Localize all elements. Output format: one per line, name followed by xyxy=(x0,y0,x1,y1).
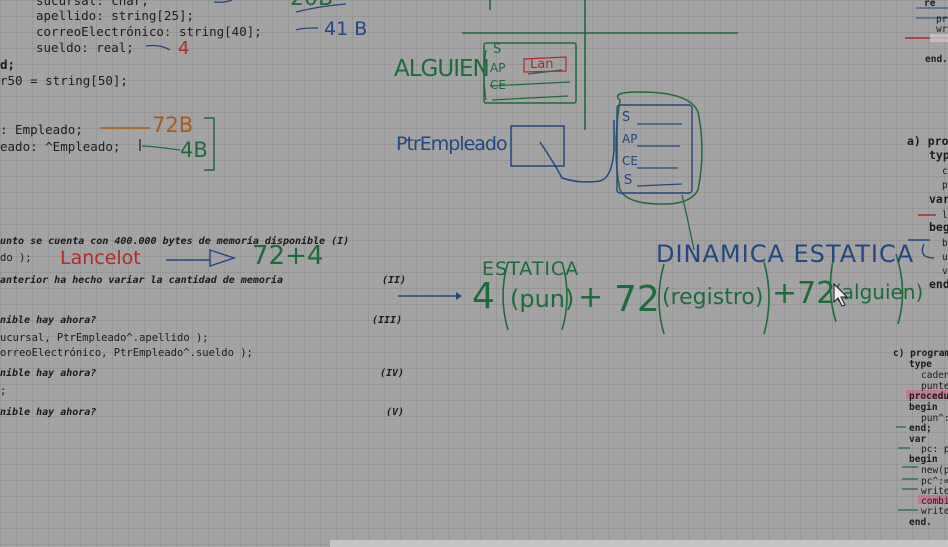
hw-formula-registro: (registro) xyxy=(662,285,764,310)
hw-ptr-label: PtrEmpleado xyxy=(396,133,508,155)
hw-formula-4: 4 xyxy=(472,276,495,317)
right-a-line-10: end xyxy=(929,277,948,291)
code-line-end: d; xyxy=(0,57,16,72)
hw-box-lan: Lan xyxy=(530,57,554,72)
right-a-line-6: beg xyxy=(929,220,948,234)
right-top-line-1: re xyxy=(924,0,936,9)
right-a-line-2: c xyxy=(942,166,948,177)
code-line-sucursal: sucursal: char; xyxy=(36,0,149,8)
question-code-1: do ); xyxy=(0,252,32,264)
right-a-line-9: v xyxy=(942,266,948,277)
question-tag-3: (III) xyxy=(372,315,403,326)
right-c-line-15: write xyxy=(921,506,948,517)
right-c-line-8: var xyxy=(909,434,927,445)
hw-box-ce: CE xyxy=(490,78,506,92)
code-line-sueldo: sueldo: real; xyxy=(36,40,134,55)
right-top-end: end. xyxy=(925,54,948,65)
right-c-line-2: caden xyxy=(921,370,948,381)
hw-dinamica: DINAMICA ESTATICA xyxy=(656,240,915,268)
code-line-str50: r50 = string[50]; xyxy=(0,73,128,88)
hw-size-correo: 41 B xyxy=(324,18,368,40)
hw-alguien: ALGUIEN xyxy=(394,56,490,82)
right-a-line-4: var xyxy=(929,192,948,206)
right-a-line-3: p xyxy=(942,180,948,191)
hw-formula-pun: (pun) xyxy=(510,285,575,313)
right-a-line-8: u xyxy=(942,252,948,263)
right-c-line-13: write xyxy=(921,486,948,497)
right-top-line-3: wr xyxy=(936,24,948,35)
right-c-line-10: begin xyxy=(909,454,938,465)
question-code-3a: ucursal, PtrEmpleado^.apellido ); xyxy=(0,332,209,344)
right-c-line-5: begin xyxy=(909,402,938,413)
hw-lancelot: Lancelot xyxy=(60,247,141,269)
right-a-line-5: l xyxy=(942,210,948,221)
hw-heap-s: S xyxy=(622,110,631,125)
right-c-line-1: type xyxy=(909,359,932,370)
hw-arrow-sum: 72+4 xyxy=(252,241,324,271)
hw-formula-alguien: (alguien) xyxy=(834,280,924,304)
right-c-label: c) program xyxy=(893,348,948,359)
right-a-line-1: typ xyxy=(929,148,948,162)
question-tag-4: (IV) xyxy=(380,368,405,379)
hw-estatica: ESTATICA xyxy=(482,258,580,280)
right-top-line-2: pr xyxy=(936,14,948,25)
right-c-line-16: end. xyxy=(909,517,932,528)
horizontal-scrollbar[interactable] xyxy=(330,540,948,547)
right-c-line-11: new(p xyxy=(921,465,948,476)
hw-formula-plus: + xyxy=(578,280,604,315)
right-c-line-14: combi xyxy=(921,496,948,507)
hw-top-value: 20B xyxy=(290,0,333,11)
hw-box-ap: AP xyxy=(490,61,506,75)
hw-heap-s2: S xyxy=(624,173,633,188)
code-line-correo: correoElectrónico: string[40]; xyxy=(36,24,262,39)
question-text-2: anterior ha hecho variar la cantidad de … xyxy=(0,275,283,286)
code-line-var-ptr: eado: ^Empleado; xyxy=(0,139,121,154)
hw-size-emp: 72B xyxy=(152,113,194,137)
right-c-line-4: procedu xyxy=(909,391,948,402)
hw-heap-ce: CE xyxy=(622,154,638,168)
right-c-line-6: pun^: xyxy=(921,413,948,424)
question-code-4: ; xyxy=(0,385,7,397)
hw-box-s: S xyxy=(493,42,502,57)
right-c-line-9: pc: p xyxy=(921,444,948,455)
hw-formula-72a: 72 xyxy=(614,279,660,320)
question-tag-2: (II) xyxy=(382,275,407,286)
right-a-line-7: b xyxy=(942,238,948,249)
code-line-apellido: apellido: string[25]; xyxy=(36,8,195,23)
right-c-line-12: pc^:= xyxy=(921,476,948,487)
hw-heap-ap: AP xyxy=(622,132,638,146)
right-c-line-7: end; xyxy=(909,423,932,434)
right-c-line-3: punte xyxy=(921,381,948,392)
question-text-1: unto se cuenta con 400.000 bytes de memo… xyxy=(0,236,350,247)
right-a-label: a) pro xyxy=(907,134,948,148)
question-text-3: nible hay ahora? xyxy=(0,315,97,326)
code-line-var-emp: : Empleado; xyxy=(0,122,83,137)
question-text-4: nible hay ahora? xyxy=(0,368,97,379)
question-code-3b: orreoElectrónico, PtrEmpleado^.sueldo ); xyxy=(0,347,253,359)
hw-formula-72b: +72 xyxy=(772,276,836,311)
hw-size-ptr: 4B xyxy=(180,138,208,162)
hw-size-sueldo: 4 xyxy=(178,38,190,59)
question-text-5: nible hay ahora? xyxy=(0,407,97,418)
question-tag-5: (V) xyxy=(386,407,405,418)
